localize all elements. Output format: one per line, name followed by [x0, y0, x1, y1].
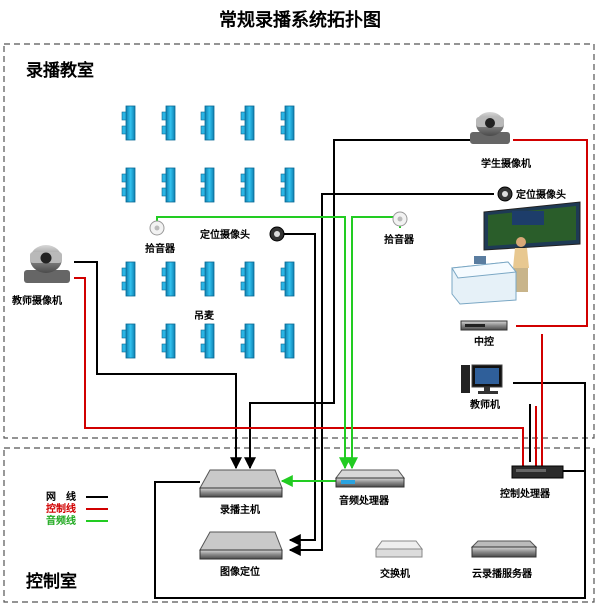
- classroom-label: 录播教室: [26, 60, 94, 81]
- positioning-camera-right-icon: [497, 186, 513, 202]
- switch-label: 交换机: [380, 567, 410, 580]
- control-lines: [74, 139, 588, 466]
- pickup-left-label: 拾音器: [145, 242, 176, 255]
- control-room-label: 控制室: [26, 571, 77, 592]
- legend: 网 线 控制线 音频线: [46, 490, 108, 527]
- legend-network-label: 网 线: [46, 490, 76, 503]
- student-camera-label: 学生摄像机: [481, 157, 531, 170]
- control-room-boundary: [3, 447, 595, 603]
- teacher-pc-icon: [461, 364, 503, 394]
- legend-audio-label: 音频线: [46, 514, 76, 527]
- recording-host-label: 录播主机: [220, 503, 260, 516]
- image-positioning-icon: [199, 531, 283, 560]
- teacher-pc-label: 教师机: [469, 398, 500, 411]
- audio-lines: [156, 216, 401, 487]
- classroom-boundary: [3, 43, 595, 439]
- central-control-label: 中控: [474, 335, 494, 348]
- pickup-right-icon: [392, 211, 408, 227]
- audio-processor-label: 音频处理器: [339, 494, 390, 507]
- audio-processor-icon: [335, 469, 405, 488]
- blackboard-icon: [483, 201, 581, 251]
- control-processor-label: 控制处理器: [500, 487, 551, 500]
- network-lines: [74, 139, 586, 599]
- positioning-camera-right-label: 定位摄像头: [516, 188, 566, 201]
- image-positioning-label: 图像定位: [220, 565, 260, 578]
- control-processor-icon: [511, 465, 564, 479]
- central-control-icon: [460, 320, 508, 331]
- podium-icon: [451, 256, 517, 305]
- pickup-right-label: 拾音器: [384, 233, 415, 246]
- cloud-server-icon: [470, 540, 538, 558]
- student-camera-icon: [470, 112, 510, 144]
- cloud-server-label: 云录播服务器: [472, 567, 533, 580]
- positioning-camera-mid-label: 定位摄像头: [200, 228, 250, 241]
- recording-host-icon: [199, 469, 283, 498]
- legend-control-label: 控制线: [46, 502, 76, 515]
- positioning-camera-mid-icon: [269, 226, 285, 242]
- hanging-mic-label: 吊麦: [194, 309, 215, 322]
- switch-icon: [375, 540, 423, 558]
- diagram-title: 常规录播系统拓扑图: [219, 9, 381, 31]
- teacher-figure-icon: [513, 237, 529, 292]
- teacher-camera-label: 教师摄像机: [11, 294, 62, 307]
- pickup-left-icon: [149, 220, 165, 236]
- teacher-camera-icon: [24, 245, 70, 283]
